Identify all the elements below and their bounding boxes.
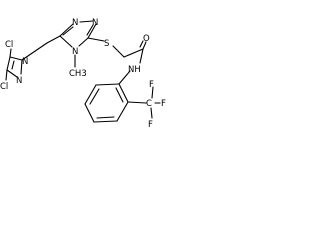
atom-labels: Cl Cl N N N N N CH3 S O NH C F F F	[0, 18, 166, 130]
fluorine-right-label: F	[161, 99, 166, 109]
amide-nh-label: NH	[128, 65, 141, 75]
triazole-n4-label: N	[72, 47, 78, 57]
bond-lines	[5, 20, 161, 123]
triazole-n1-label: N	[72, 18, 78, 28]
methyl-label: CH3	[69, 69, 87, 79]
carbonyl-oxygen-label: O	[143, 34, 150, 44]
molecule-diagram: Cl Cl N N N N N CH3 S O NH C F F F	[0, 18, 166, 130]
sulfur-label: S	[104, 39, 109, 49]
triazole-n2-label: N	[92, 18, 98, 28]
imidazole-n-right-label: N	[22, 57, 28, 67]
imidazole-n-left-label: N	[16, 76, 22, 86]
cf3-carbon-label: C	[146, 99, 152, 109]
cl-bottom-label: Cl	[0, 82, 8, 92]
cl-top-label: Cl	[5, 40, 13, 50]
fluorine-top-label: F	[149, 80, 154, 90]
fluorine-bottom-label: F	[148, 120, 153, 130]
